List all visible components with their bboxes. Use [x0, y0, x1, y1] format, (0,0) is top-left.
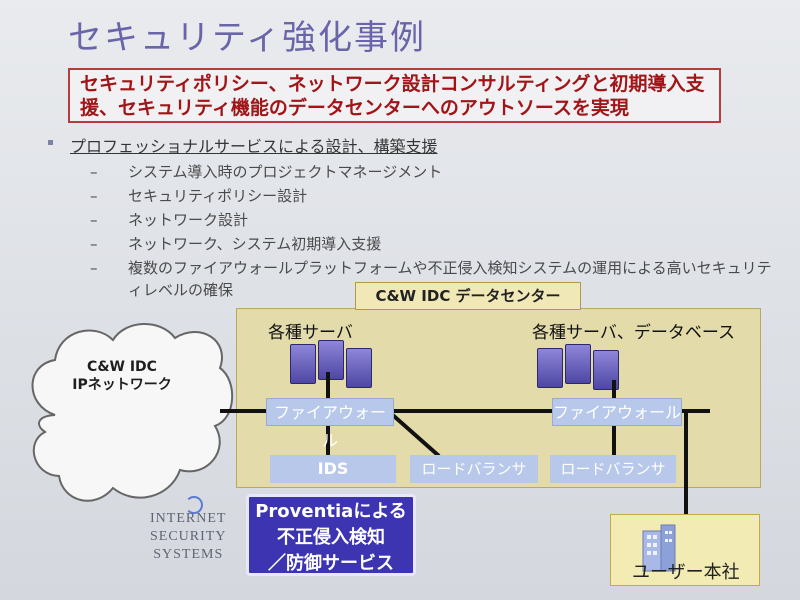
- network-link-diagonal: [387, 410, 441, 458]
- logo-line-1: INTERNET: [150, 511, 227, 526]
- cloud-line-2: IPネットワーク: [72, 377, 172, 393]
- network-link: [220, 409, 710, 413]
- cloud-icon: [31, 323, 234, 502]
- proventia-line-1: Proventiaによる: [255, 501, 407, 522]
- firewall-right: ファイアウォール: [552, 398, 682, 426]
- server-label-left: 各種サーバ: [268, 323, 353, 343]
- dash-icon: –: [90, 187, 98, 205]
- list-item-text: システム導入時のプロジェクトマネージメント: [128, 163, 443, 181]
- list-item-text: ネットワーク、システム初期導入支援: [128, 235, 382, 253]
- list-item: – 複数のファイアウォールプラットフォームや不正侵入検知システムの運用による高い…: [90, 257, 780, 301]
- list-item: – ネットワーク、システム初期導入支援: [90, 233, 780, 255]
- network-link: [684, 412, 688, 517]
- list-item: – ネットワーク設計: [90, 209, 780, 231]
- load-balancer-right: ロードバランサ: [550, 455, 676, 483]
- firewall-left: ファイアウォール: [266, 398, 394, 450]
- cloud-line-1: C&W IDC: [87, 359, 157, 375]
- list-item-text: 複数のファイアウォールプラットフォームや不正侵入検知システムの運用による高いセキ…: [128, 259, 772, 299]
- list-item: – システム導入時のプロジェクトマネージメント: [90, 161, 780, 183]
- list-item: – セキュリティポリシー設計: [90, 185, 780, 207]
- iss-logo: INTERNET SECURITY SYSTEMS: [150, 510, 226, 564]
- dash-icon: –: [90, 163, 98, 181]
- server-icon: [537, 348, 563, 388]
- highlight-box: セキュリティポリシー、ネットワーク設計コンサルティングと初期導入支 援、セキュリ…: [68, 68, 721, 123]
- highlight-line-2: 援、セキュリティ機能のデータセンターへのアウトソースを実現: [80, 97, 629, 119]
- proventia-line-3: ／防御サービス: [268, 553, 394, 574]
- iss-logo-icon: [185, 496, 203, 514]
- ids-box: IDS: [270, 455, 396, 483]
- logo-line-3: SYSTEMS: [153, 547, 224, 562]
- cloud-label: C&W IDC IPネットワーク: [72, 358, 172, 394]
- section-title: プロフェッショナルサービスによる設計、構築支援: [70, 137, 438, 156]
- server-label-right: 各種サーバ、データベース: [532, 323, 735, 343]
- datacenter-label: C&W IDC データセンター: [355, 282, 581, 310]
- page-title: セキュリティ強化事例: [68, 18, 426, 58]
- server-icon: [290, 344, 316, 384]
- server-icon: [318, 340, 344, 380]
- user-headquarters-box: [610, 514, 760, 586]
- load-balancer-left: ロードバランサ: [410, 455, 538, 483]
- network-link: [326, 412, 330, 457]
- building-icon: [642, 524, 676, 572]
- logo-line-2: SECURITY: [150, 529, 227, 544]
- network-link: [612, 412, 616, 457]
- network-link: [612, 380, 616, 408]
- server-icon: [346, 348, 372, 388]
- list-item-text: セキュリティポリシー設計: [128, 187, 308, 205]
- bullet-icon: [48, 140, 53, 145]
- highlight-line-1: セキュリティポリシー、ネットワーク設計コンサルティングと初期導入支: [80, 73, 705, 95]
- user-headquarters-label: ユーザー本社: [632, 562, 740, 583]
- network-link: [326, 372, 330, 408]
- dash-icon: –: [90, 259, 98, 277]
- proventia-line-2: 不正侵入検知: [277, 527, 385, 548]
- server-icon: [565, 344, 591, 384]
- dash-icon: –: [90, 235, 98, 253]
- subitems-list: – システム導入時のプロジェクトマネージメント – セキュリティポリシー設計 –…: [90, 161, 780, 303]
- dash-icon: –: [90, 211, 98, 229]
- proventia-box: Proventiaによる 不正侵入検知 ／防御サービス: [246, 494, 416, 576]
- list-item-text: ネットワーク設計: [128, 211, 249, 229]
